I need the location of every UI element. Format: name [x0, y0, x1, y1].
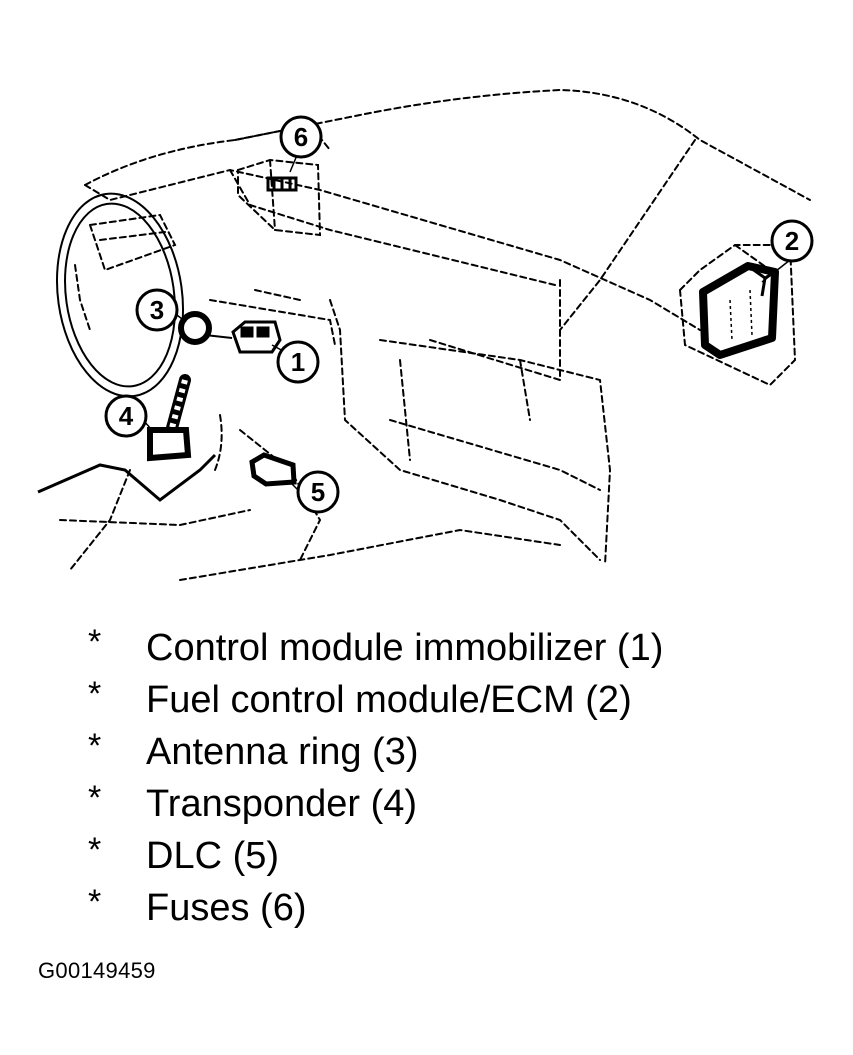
legend-bullet: * [88, 675, 102, 713]
callout-1: 1 [276, 340, 320, 384]
legend-label: Fuel control module/ECM (2) [146, 679, 632, 721]
legend-label: DLC (5) [146, 835, 280, 877]
svg-text:4: 4 [119, 401, 134, 431]
callout-leaders [142, 147, 791, 493]
svg-text:5: 5 [311, 477, 325, 507]
legend-bullet: * [88, 831, 102, 869]
legend-bullet: * [88, 779, 102, 817]
legend-item: * DLC (5) [88, 830, 663, 882]
legend-item: * Transponder (4) [88, 778, 663, 830]
immobilizer-module [231, 320, 282, 354]
callout-4: 4 [104, 394, 148, 438]
steering-wheel [55, 192, 185, 398]
figure-id: G00149459 [38, 958, 156, 983]
legend-bullet: * [88, 623, 102, 661]
svg-text:1: 1 [291, 347, 305, 377]
legend-bullet: * [88, 883, 102, 921]
legend-item: * Control module immobilizer (1) [88, 622, 663, 674]
legend-label: Transponder (4) [146, 783, 418, 825]
callout-3: 3 [135, 288, 179, 332]
component-legend: * Control module immobilizer (1) * Fuel co… [88, 622, 663, 934]
dashboard-diagram: 1 2 3 4 5 6 [37, 88, 814, 581]
svg-text:6: 6 [294, 122, 308, 152]
transponder-key [147, 374, 192, 462]
legend-label: Fuses (6) [146, 887, 307, 929]
callout-2: 2 [770, 219, 814, 263]
antenna-ring [178, 311, 233, 345]
legend-label: Control module immobilizer (1) [146, 627, 664, 669]
floor-line [37, 453, 217, 502]
svg-text:3: 3 [150, 295, 164, 325]
legend-bullet: * [88, 727, 102, 765]
fuse-block [266, 176, 298, 192]
legend-item: * Antenna ring (3) [88, 726, 663, 778]
legend-item: * Fuses (6) [88, 882, 663, 934]
callout-5: 5 [296, 470, 340, 514]
dashboard-outline [59, 88, 811, 581]
dlc-connector [249, 452, 297, 487]
callout-6: 6 [279, 115, 323, 159]
svg-text:2: 2 [785, 226, 799, 256]
legend-item: * Fuel control module/ECM (2) [88, 674, 663, 726]
legend-label: Antenna ring (3) [146, 731, 419, 773]
